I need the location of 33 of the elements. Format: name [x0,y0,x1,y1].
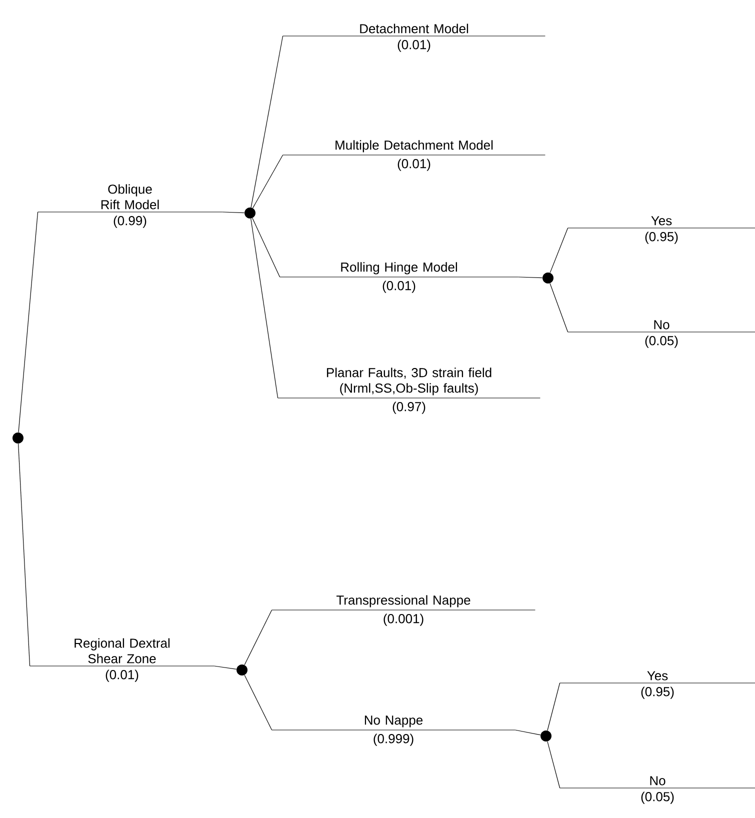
branch-label: Rolling Hinge Model (0.01) [280,262,518,293]
branch-label: Yes (0.95) [560,671,755,699]
branch-line [547,682,560,731]
chance-node [12,432,24,444]
chance-node [540,730,552,742]
branch-line [214,666,237,670]
branch-line [550,228,568,273]
chance-node [542,272,554,284]
branch-line [252,154,284,208]
branch-line [514,730,541,736]
branch-label: No (0.05) [568,320,755,348]
chance-node [236,664,248,676]
branch-line [244,674,272,730]
branch-label: Detachment Model (0.01) [282,24,546,52]
branch-line [252,218,280,278]
branch-line [250,218,278,398]
branch-line [547,741,560,788]
branch-label: Transpressional Nappe (0.001) [272,595,536,626]
branch-label: No (0.05) [560,776,755,804]
branch-line [518,276,543,278]
branch-label: Yes (0.95) [568,216,755,244]
branch-label: Multiple Detachment Model (0.01) [282,140,546,171]
branch-label: Planar Faults, 3D strain field (Nrml,SS,Ob-Slip faults) (0.97) [278,368,540,414]
chance-node [244,208,256,218]
branch-label: No Nappe (0.999) [272,716,516,746]
branch-line [18,212,38,433]
branch-line [222,212,245,214]
branch-line [244,610,272,666]
branch-line [250,36,284,208]
branch-line [550,283,568,332]
branch-label: Oblique Rift Model (0.99) [38,184,222,228]
branch-line [18,443,30,666]
branch-label: Regional Dextral Shear Zone (0.01) [30,638,214,682]
